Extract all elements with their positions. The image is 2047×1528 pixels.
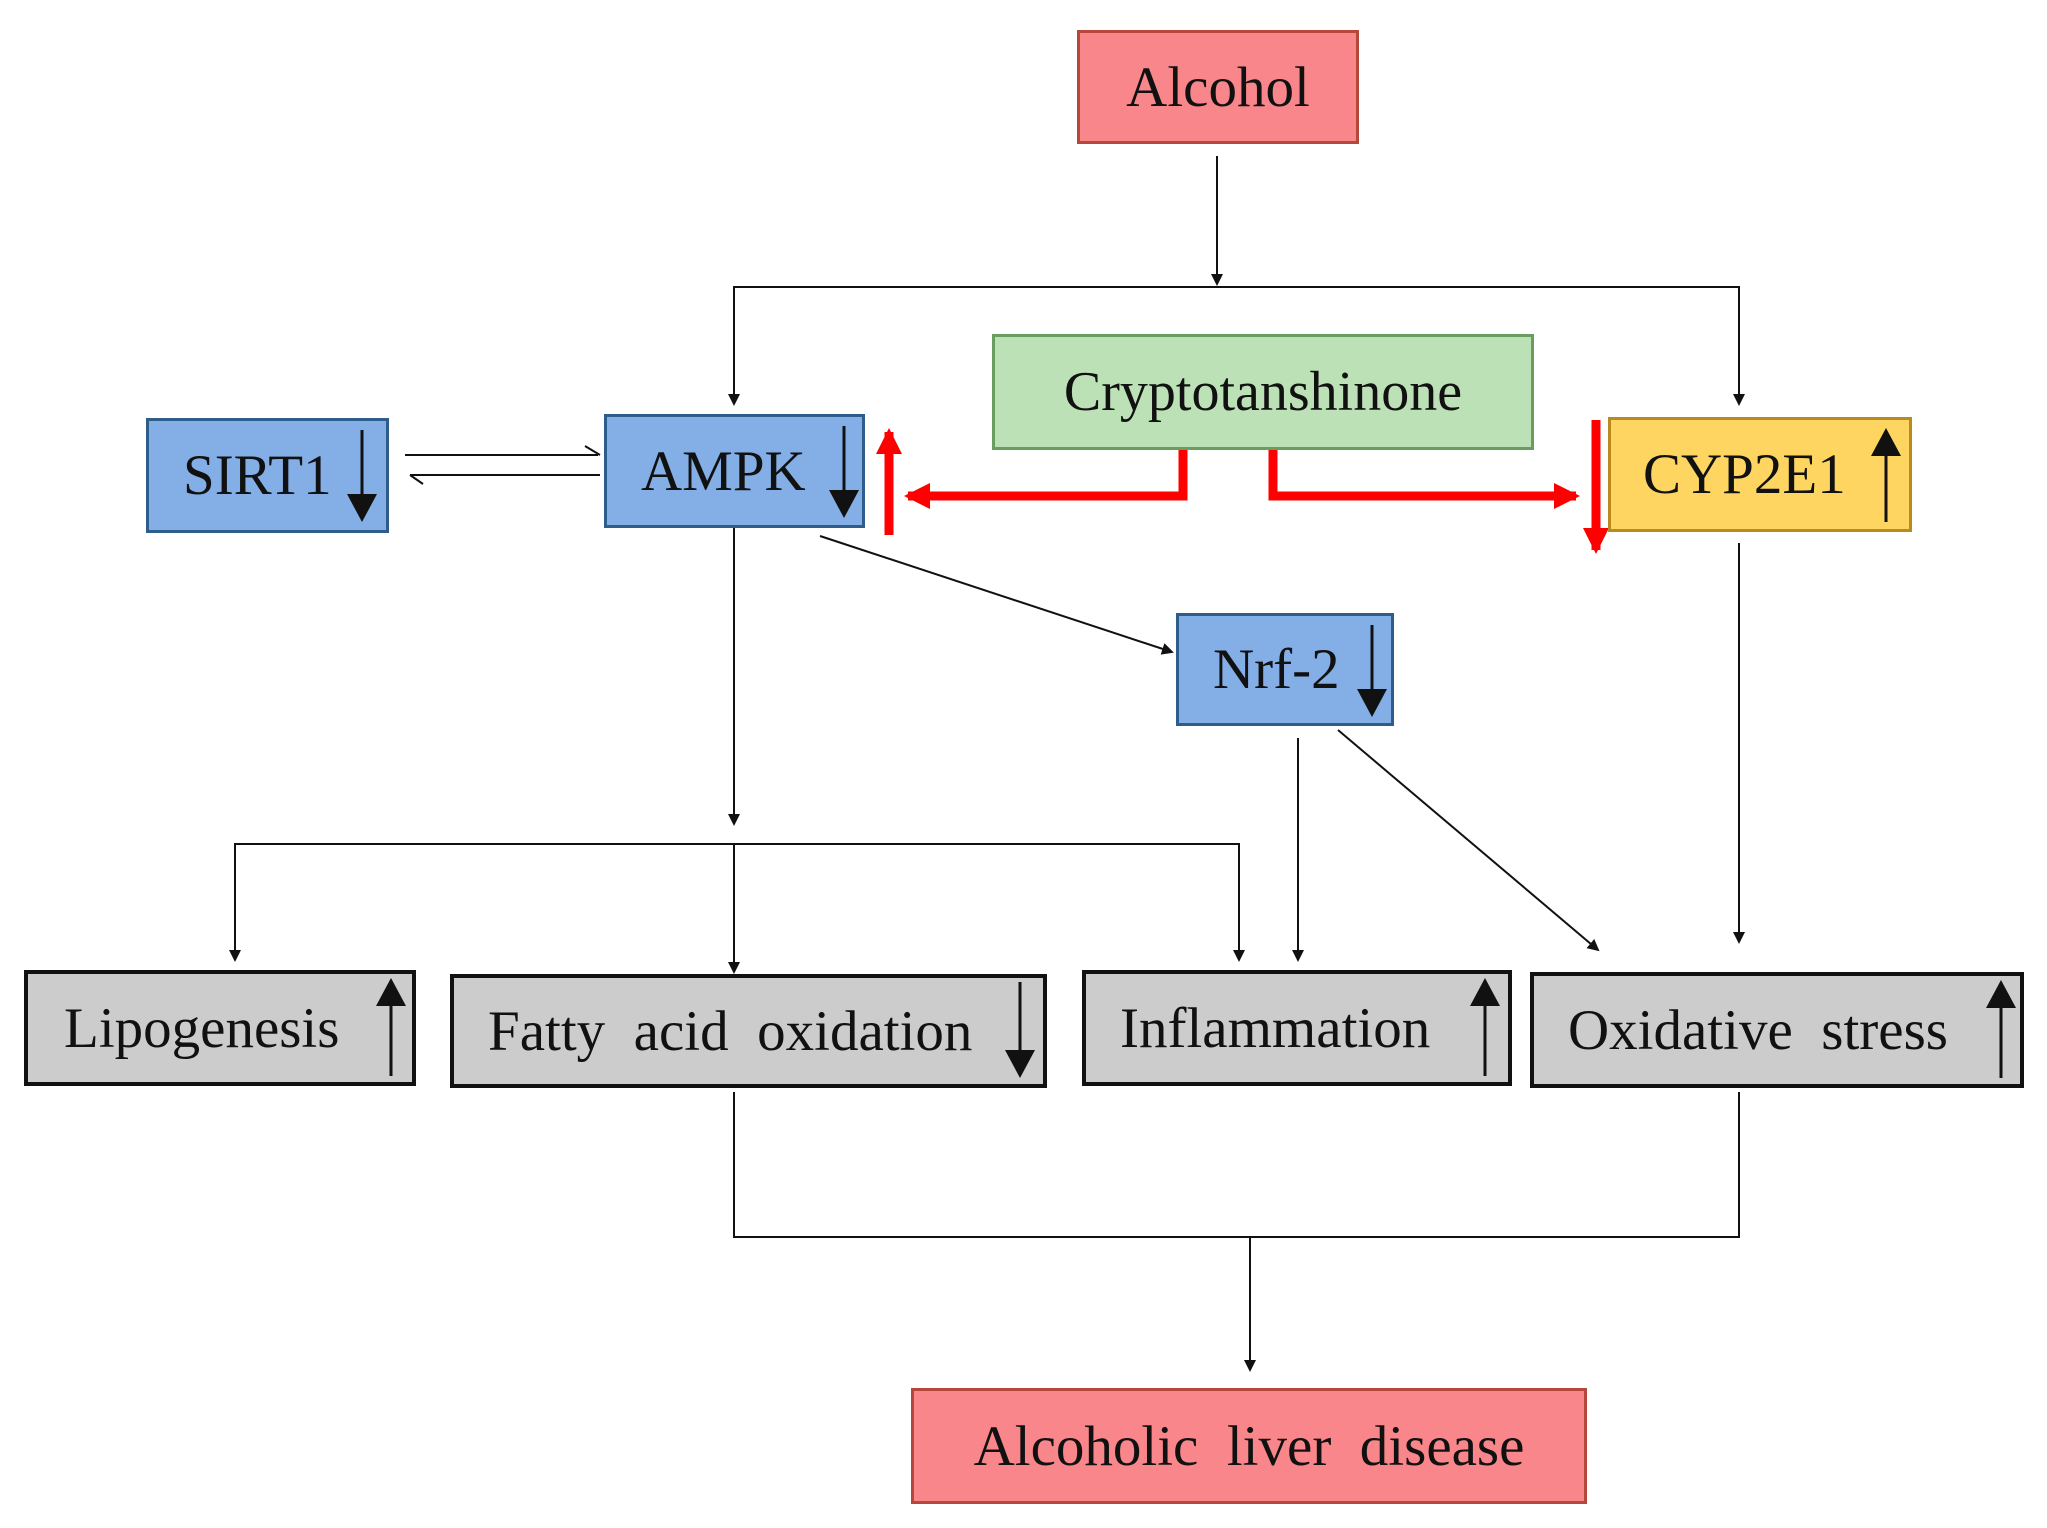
down-arrow-icon [1357, 625, 1387, 717]
cryptotanshinone-to-cyp2e1-arrow [1268, 450, 1580, 509]
nrf2-node: Nrf-2 [1176, 613, 1394, 726]
ampk-node: AMPK [604, 414, 865, 528]
cryptotanshinone-to-ampk-arrow [904, 450, 1188, 509]
up-arrow-icon [1470, 978, 1500, 1076]
nrf2-label: Nrf-2 [1213, 638, 1340, 701]
split-to-ampk-connector [728, 286, 1217, 406]
fatty-acid-oxidation-node: Fatty acid oxidation [450, 974, 1047, 1088]
up-arrow-icon [1871, 428, 1901, 522]
alcoholic-liver-disease-label: Alcoholic liver disease [973, 1414, 1525, 1478]
cryptotanshinone-label: Cryptotanshinone [1063, 361, 1463, 423]
down-arrow-icon [347, 430, 377, 522]
fatty-acid-oxidation-label: Fatty acid oxidation [488, 999, 973, 1063]
fatty-acid-oxidation-merge-connector [733, 1092, 1250, 1238]
ampk-label: AMPK [641, 439, 806, 503]
split-to-lipogenesis-connector [229, 843, 734, 962]
oxidative-stress-label: Oxidative stress [1568, 998, 1948, 1062]
alcoholic-liver-disease-node: Alcoholic liver disease [911, 1388, 1587, 1504]
lipogenesis-label: Lipogenesis [64, 996, 340, 1060]
oxidative-stress-node: Oxidative stress [1530, 972, 2024, 1088]
down-arrow-icon [829, 426, 859, 518]
alcohol-label: Alcohol [1126, 55, 1310, 119]
ampk-to-nrf2-connector [819, 535, 1174, 655]
up-arrow-icon [1986, 980, 2016, 1078]
up-arrow-icon [376, 978, 406, 1076]
split-to-cyp2e1-connector [1217, 286, 1745, 406]
cryptotanshinone-node: Cryptotanshinone [992, 334, 1534, 450]
inflammation-label: Inflammation [1120, 996, 1431, 1060]
down-arrow-icon [1005, 982, 1035, 1078]
sirt1-label: SIRT1 [183, 444, 332, 507]
oxidative-stress-merge-connector [1250, 1092, 1740, 1238]
alcohol-node: Alcohol [1077, 30, 1359, 144]
nrf2-to-oxidative-stress-connector [1337, 729, 1600, 952]
cyp2e1-node: CYP2E1 [1608, 417, 1912, 532]
split-to-inflammation-connector [734, 843, 1245, 962]
sirt1-node: SIRT1 [146, 418, 389, 533]
cyp2e1-label: CYP2E1 [1643, 443, 1846, 506]
lipogenesis-node: Lipogenesis [24, 970, 416, 1086]
inflammation-node: Inflammation [1082, 970, 1512, 1086]
